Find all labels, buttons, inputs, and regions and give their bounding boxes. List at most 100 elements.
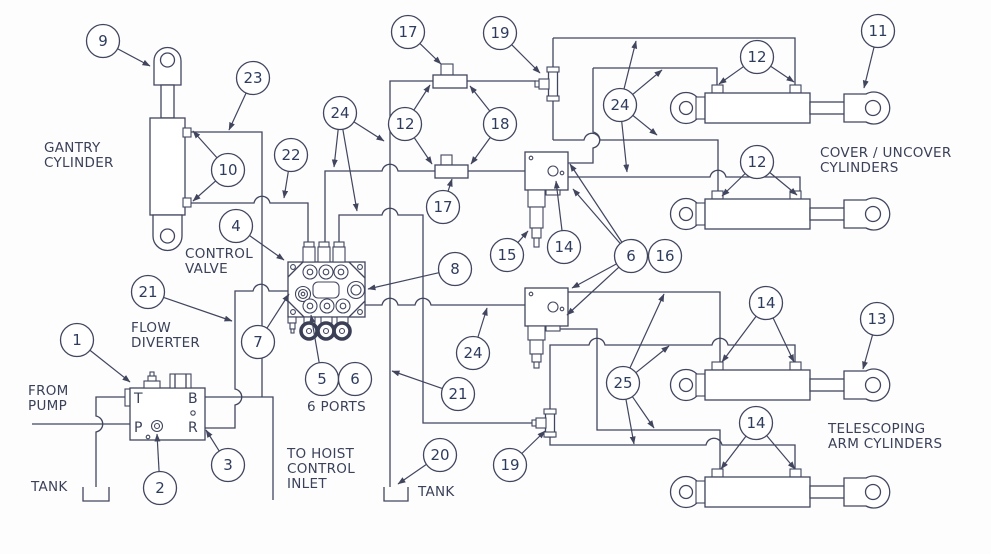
cv-drain-fitting — [289, 322, 296, 330]
callout-6: 6 — [337, 361, 373, 397]
pipe-valve2-to-telecyl1 — [568, 291, 721, 362]
callout-21: 21 — [130, 274, 233, 322]
callout-8-number: 8 — [450, 260, 460, 278]
pipe-tee1-top — [553, 37, 796, 85]
control-valve-block — [287, 241, 366, 341]
callout-3-number: 3 — [223, 456, 233, 474]
callout-25-leader — [635, 345, 670, 374]
cartridge-valve-lower — [524, 287, 569, 369]
cyl-barrel — [704, 198, 811, 230]
tee-nipple-cap — [534, 80, 540, 88]
callout-15-leader — [517, 230, 529, 243]
tee-cap-bottom — [543, 431, 557, 438]
pipe-gantry-top-port — [189, 131, 263, 397]
tee-nipple — [535, 417, 547, 429]
callout-11-leader — [862, 46, 875, 89]
gantry-rod — [160, 84, 175, 119]
cv-fitting-cap — [303, 241, 315, 248]
gantry-port-bottom — [182, 197, 192, 208]
callout-8-balloon — [437, 251, 473, 287]
callout-22-balloon — [273, 137, 309, 173]
label-port-t: T — [133, 391, 143, 407]
callout-24-leader — [477, 307, 488, 338]
cyl-rod — [809, 485, 847, 499]
callout-20-balloon — [422, 437, 458, 473]
valve-side-tab — [545, 189, 561, 196]
cv-fitting-body — [317, 246, 331, 263]
callout-14-number: 14 — [554, 238, 573, 256]
callout-11-number: 11 — [868, 22, 887, 40]
cv-dark-port-center — [305, 327, 313, 335]
callout-22-number: 22 — [281, 146, 300, 164]
callout-7: 7 — [240, 293, 290, 360]
telescoping-cylinder-1 — [669, 361, 891, 402]
cv-bottom-ports — [302, 298, 351, 314]
callout-12-leader — [718, 66, 744, 85]
cv-corner-dot — [357, 309, 363, 315]
pipe-covercyl1-port1 — [593, 67, 718, 85]
callout-14-leader — [720, 435, 747, 470]
callout-12: 12 — [721, 144, 798, 197]
valve-dot — [559, 170, 565, 176]
callout-19-balloon — [492, 447, 528, 483]
pipe-cv3-to-tee2 — [338, 207, 536, 424]
cyl-barrel — [704, 476, 811, 508]
valve-dot — [528, 155, 534, 161]
callout-14-balloon — [748, 285, 784, 321]
cyl-port-1 — [711, 190, 724, 200]
callout-14-number: 14 — [746, 414, 765, 432]
callout-2-leader — [154, 433, 161, 472]
valve-side-tab — [545, 325, 561, 332]
callout-17-number: 17 — [398, 23, 417, 41]
pipe-diverter-t-to-tank — [95, 396, 130, 487]
callout-19-number: 19 — [490, 24, 509, 42]
cv-port-center — [339, 302, 347, 310]
valve-stem4 — [533, 237, 540, 248]
callout-21-balloon — [440, 376, 476, 412]
callout-18-leader — [469, 85, 491, 112]
callout-7-leader — [266, 293, 290, 329]
cyl-port-1 — [711, 468, 724, 478]
callout-7-number: 7 — [253, 333, 263, 351]
cv-fitting-cap — [318, 241, 330, 248]
callout-23-leader — [228, 92, 247, 131]
control-valve-diagonals — [287, 261, 366, 318]
callout-17-balloon — [390, 14, 426, 50]
callout-24-number: 24 — [463, 344, 482, 362]
tee-nipple-cap — [531, 419, 537, 427]
callout-25-leader — [629, 293, 665, 369]
callout-17-balloon — [425, 189, 461, 225]
callout-14: 14 — [720, 405, 796, 470]
callout-24: 24 — [602, 40, 663, 173]
pipe-valve-return-to-r — [205, 283, 288, 429]
cover-cylinder-1 — [669, 84, 891, 125]
cv-bottom-fittings — [287, 316, 352, 341]
cyl-rod — [809, 101, 847, 115]
cyl-port-2 — [789, 468, 802, 478]
label-port-r: R — [188, 420, 198, 436]
callout-17-number: 17 — [433, 198, 452, 216]
callout-25-leader — [631, 396, 655, 429]
cv-dark-port-center — [338, 327, 346, 335]
pipe-valve1-top — [568, 68, 601, 164]
tank-symbol-center — [383, 487, 409, 502]
callout-1: 1 — [59, 322, 131, 383]
callout-12-number: 12 — [747, 153, 766, 171]
callout-20-leader — [397, 463, 427, 485]
valve-port — [547, 165, 559, 177]
callout-24-leader — [632, 69, 663, 95]
cyl-left-eye-inner — [678, 484, 694, 500]
callout-10-leader — [192, 180, 217, 202]
cv-port-center — [306, 302, 314, 310]
callout-22: 22 — [273, 137, 309, 199]
cv-right-port-inner — [350, 284, 362, 296]
callout-12-number: 12 — [395, 115, 414, 133]
callout-6-leader — [569, 163, 623, 243]
callout-24-number: 24 — [610, 96, 629, 114]
cyl-port-2 — [789, 190, 802, 200]
callout-2-balloon — [142, 470, 178, 506]
callout-8: 8 — [367, 251, 473, 291]
